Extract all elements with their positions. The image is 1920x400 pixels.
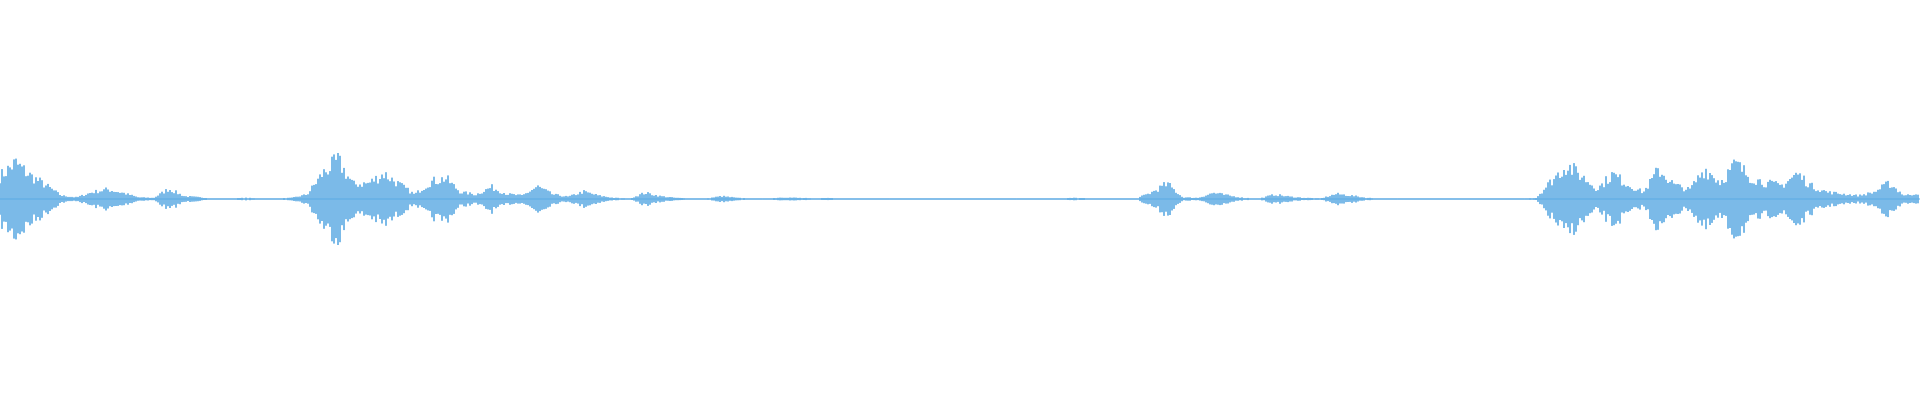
waveform-bars	[0, 153, 1920, 245]
